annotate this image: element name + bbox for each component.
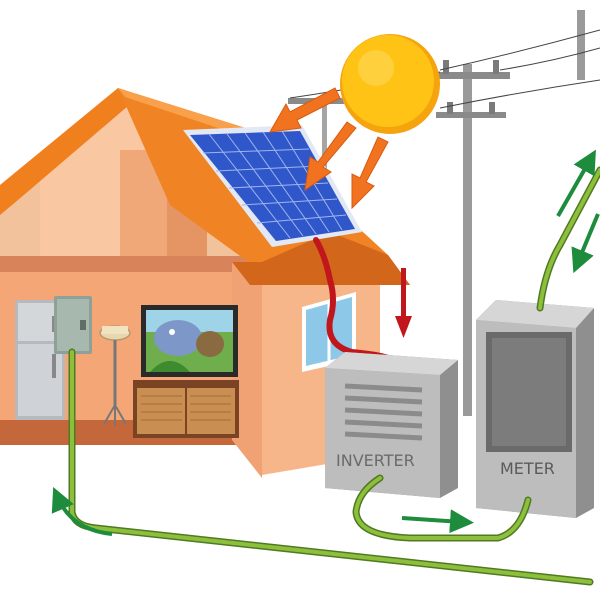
meter-box-icon: METER: [476, 300, 594, 518]
inverter-box-icon: INVERTER: [325, 352, 458, 498]
flow-arrow-to-grid: [556, 149, 596, 217]
flow-arrow-to-house: [51, 487, 113, 536]
sun-ray-arrow: [304, 121, 357, 192]
inverter-label: INVERTER: [336, 451, 415, 470]
television-icon: [141, 305, 238, 377]
flow-arrow-to-meter: [401, 509, 474, 534]
sun-icon: [340, 34, 440, 134]
breaker-panel-icon: [54, 296, 92, 354]
sun-ray-arrows: [269, 87, 389, 210]
floor-lamp-icon: [99, 325, 131, 426]
cabinet-icon: [133, 380, 239, 438]
meter-label: METER: [500, 459, 555, 478]
solar-panel-icon: [183, 125, 362, 247]
ac-flow-arrows: [51, 149, 600, 536]
dc-flow-arrow: [395, 268, 412, 338]
sun-ray-arrow: [351, 136, 389, 210]
sun-ray-arrow: [269, 87, 341, 133]
flow-arrow-from-grid: [571, 213, 600, 274]
